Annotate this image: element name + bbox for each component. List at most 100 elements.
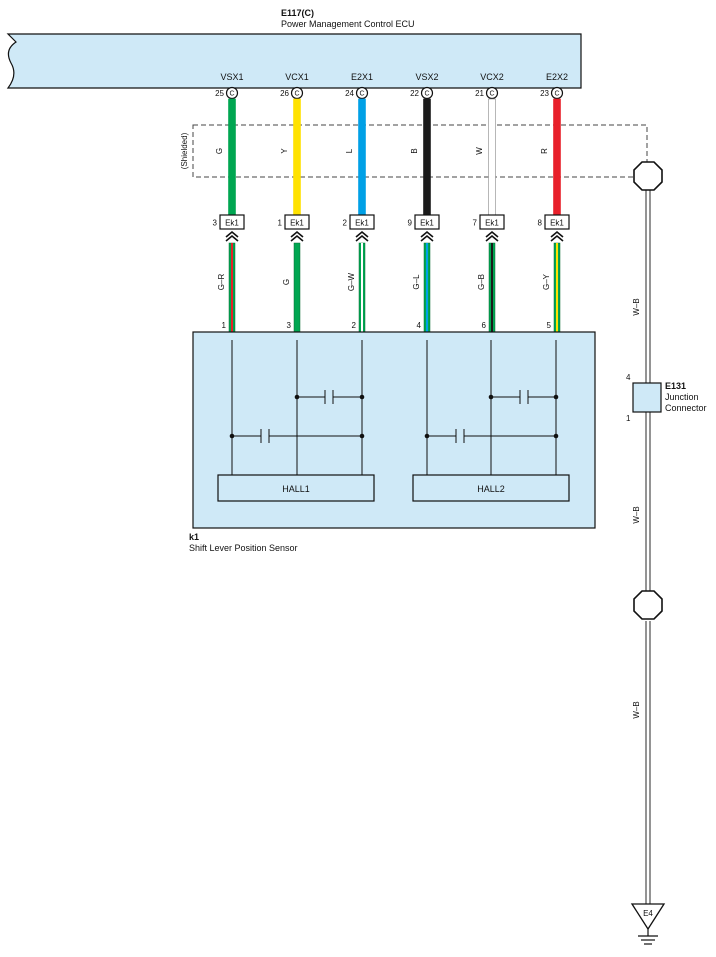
sensor-name: Shift Lever Position Sensor	[189, 543, 298, 553]
ek1-connector-label: Ek1	[225, 219, 239, 228]
connector-chevron	[355, 234, 369, 242]
ek1-pin-number: 2	[343, 219, 348, 228]
sensor-wire	[293, 242, 301, 333]
splice-point-top	[633, 161, 663, 191]
sensor-code: k1	[189, 532, 199, 542]
sensor-pin-number: 1	[222, 321, 227, 330]
hall2-element: HALL2	[412, 474, 570, 502]
circuit-vcx1: VCX126CYEk11G3VCX1	[278, 72, 324, 347]
sensor-pin-number: 2	[352, 321, 357, 330]
ecu-pin-circle	[485, 86, 499, 100]
sensor-block: k1 Shift Lever Position Sensor	[189, 331, 596, 553]
ecu-wire	[293, 98, 301, 216]
ek1-connector-box	[414, 214, 440, 230]
sensor-wire-color-label: G–B	[477, 274, 486, 290]
ecu-wire-color-label: W	[475, 147, 484, 155]
shield-label: (Shielded)	[180, 132, 189, 169]
ecu-pin-circle	[290, 86, 304, 100]
ecu-signal-label: VSX1	[220, 72, 243, 82]
sensor-wire-stripe	[426, 243, 428, 332]
ecu-connector-letter: C	[424, 91, 429, 98]
ecu-pin-number: 22	[410, 89, 419, 98]
splice-point-middle	[633, 590, 663, 620]
shield-box	[192, 124, 648, 178]
hall2-label: HALL2	[477, 484, 505, 494]
connector-chevron	[290, 234, 304, 242]
connector-chevron	[225, 234, 239, 242]
sensor-wire-stripe	[231, 243, 233, 332]
ek1-pin-number: 1	[278, 219, 283, 228]
ground-wire-label-3: W–B	[632, 701, 641, 718]
sensor-internal-wiring	[231, 340, 557, 475]
ground-wire-label-1: W–B	[632, 298, 641, 315]
ecu-pin-circle	[225, 86, 239, 100]
ground-wire: W–B W–B W–B 4 1 E131 Junction Connector …	[626, 161, 707, 945]
sensor-wire-color-label: G–W	[347, 272, 356, 291]
sensor-wire-color-label: G	[282, 279, 291, 285]
ecu-wire	[488, 98, 496, 216]
ek1-pin-number: 9	[408, 219, 413, 228]
ground-point-label: E4	[643, 909, 653, 918]
ecu-code: E117(C)	[281, 8, 314, 18]
ecu-wire	[358, 98, 366, 216]
ek1-pin-number: 7	[473, 219, 478, 228]
ground-point-triangle	[630, 903, 666, 931]
sensor-pin-number: 4	[417, 321, 422, 330]
sensor-wire-stripe	[556, 243, 558, 332]
ecu-body	[6, 33, 582, 89]
ecu-connector-letter: C	[359, 91, 364, 98]
ek1-connector-box	[479, 214, 505, 230]
ecu-pin-circle	[355, 86, 369, 100]
sensor-pin-number: 5	[547, 321, 552, 330]
sensor-wire-color-label: G–L	[412, 274, 421, 290]
ecu-pin-number: 26	[280, 89, 289, 98]
ek1-connector-label: Ek1	[550, 219, 564, 228]
ecu-wire	[553, 98, 561, 216]
ek1-connector-label: Ek1	[355, 219, 369, 228]
sensor-wire-color-label: G–Y	[542, 273, 551, 290]
connector-chevron	[485, 230, 499, 238]
ecu-connector-letter: C	[489, 91, 494, 98]
connector-chevron	[420, 230, 434, 238]
ecu-connector-letter: C	[229, 91, 234, 98]
ecu-wire-color-label: G	[215, 148, 224, 154]
junction-connector	[632, 382, 662, 413]
junction-pin-bottom: 1	[626, 414, 631, 423]
ek1-connector-label: Ek1	[485, 219, 499, 228]
ecu-connector-letter: C	[294, 91, 299, 98]
ecu-wire	[228, 98, 236, 216]
ecu-wire-color-label: R	[540, 148, 549, 154]
sensor-wire-stripe	[361, 243, 363, 332]
hall1-label: HALL1	[282, 484, 310, 494]
ground-wire-label-2: W–B	[632, 506, 641, 523]
ecu-signal-label: VCX1	[285, 72, 309, 82]
ek1-connector-box	[219, 214, 245, 230]
junction-line2: Connector	[665, 403, 707, 413]
ecu-signal-label: VSX2	[415, 72, 438, 82]
connector-chevron	[485, 234, 499, 242]
ek1-connector-label: Ek1	[420, 219, 434, 228]
ek1-connector-box	[284, 214, 310, 230]
ecu-pin-number: 25	[215, 89, 224, 98]
connector-chevron	[290, 230, 304, 238]
ecu-wire-color-label: Y	[280, 148, 289, 154]
sensor-pin-number: 6	[482, 321, 487, 330]
connector-chevron	[420, 234, 434, 242]
ecu-signal-label: E2X2	[546, 72, 568, 82]
sensor-body	[192, 331, 596, 529]
ecu-block: E117(C) Power Management Control ECU	[6, 8, 582, 89]
ecu-signal-label: E2X1	[351, 72, 373, 82]
ek1-pin-number: 8	[538, 219, 543, 228]
ecu-wire-color-label: L	[345, 148, 354, 153]
ecu-pin-circle	[420, 86, 434, 100]
sensor-wire-color-label: G–R	[217, 274, 226, 291]
connector-chevron	[550, 234, 564, 242]
connector-chevron	[225, 230, 239, 238]
ek1-connector-box	[544, 214, 570, 230]
ek1-connector-label: Ek1	[290, 219, 304, 228]
ecu-pin-circle	[550, 86, 564, 100]
